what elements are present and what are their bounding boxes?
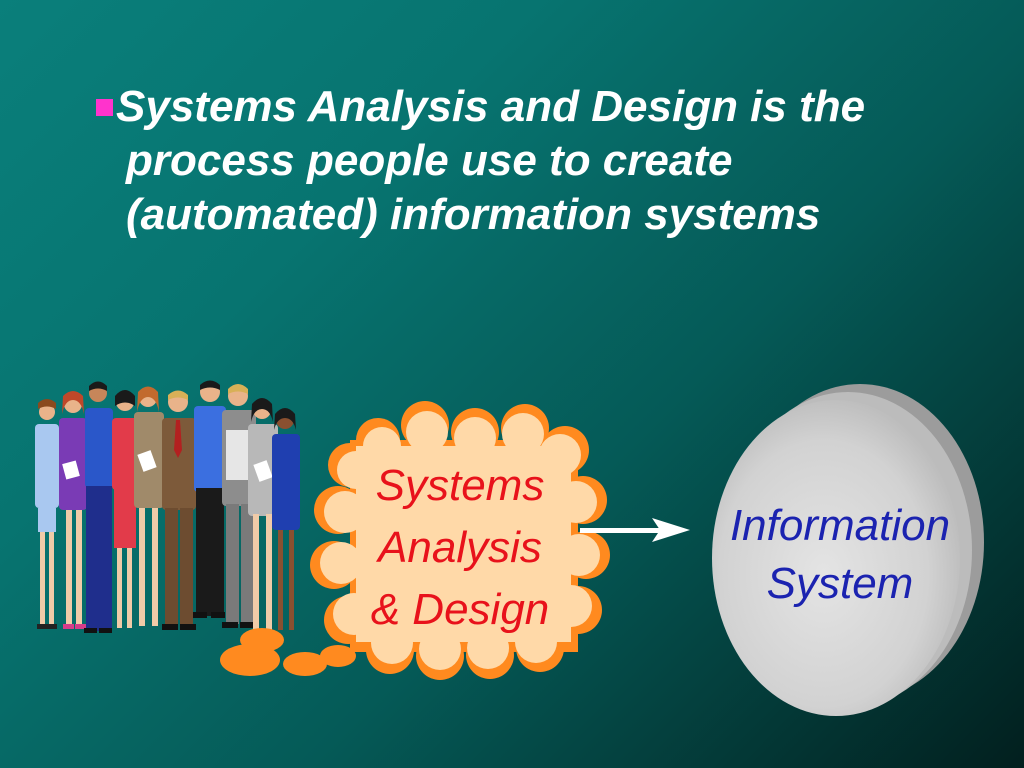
- person-icon: [162, 390, 196, 630]
- person-icon: [248, 398, 278, 632]
- person-icon: [272, 408, 300, 630]
- person-icon: [59, 391, 87, 629]
- process-label: Systems Analysis & Design: [335, 455, 585, 641]
- bullet-square-icon: [96, 99, 113, 116]
- bullet-text: Systems Analysis and Design is the proce…: [116, 82, 866, 239]
- person-icon: [222, 384, 256, 628]
- person-icon: [193, 380, 226, 618]
- bullet-point: Systems Analysis and Design is the proce…: [88, 80, 968, 242]
- process-label-line: Analysis: [378, 523, 542, 572]
- person-icon: [35, 399, 59, 629]
- arrow-right-icon: [580, 518, 690, 542]
- process-label-line: & Design: [370, 585, 550, 634]
- output-label-line: System: [766, 559, 914, 608]
- process-label-line: Systems: [375, 461, 545, 510]
- output-label: Information System: [690, 497, 990, 613]
- people-group-icon: [35, 380, 300, 633]
- person-icon: [134, 386, 164, 626]
- cloud-shape-icon: [220, 401, 610, 680]
- person-icon: [84, 381, 113, 633]
- person-icon: [112, 390, 138, 628]
- output-label-line: Information: [729, 501, 951, 550]
- disk-shape-icon: [712, 384, 984, 716]
